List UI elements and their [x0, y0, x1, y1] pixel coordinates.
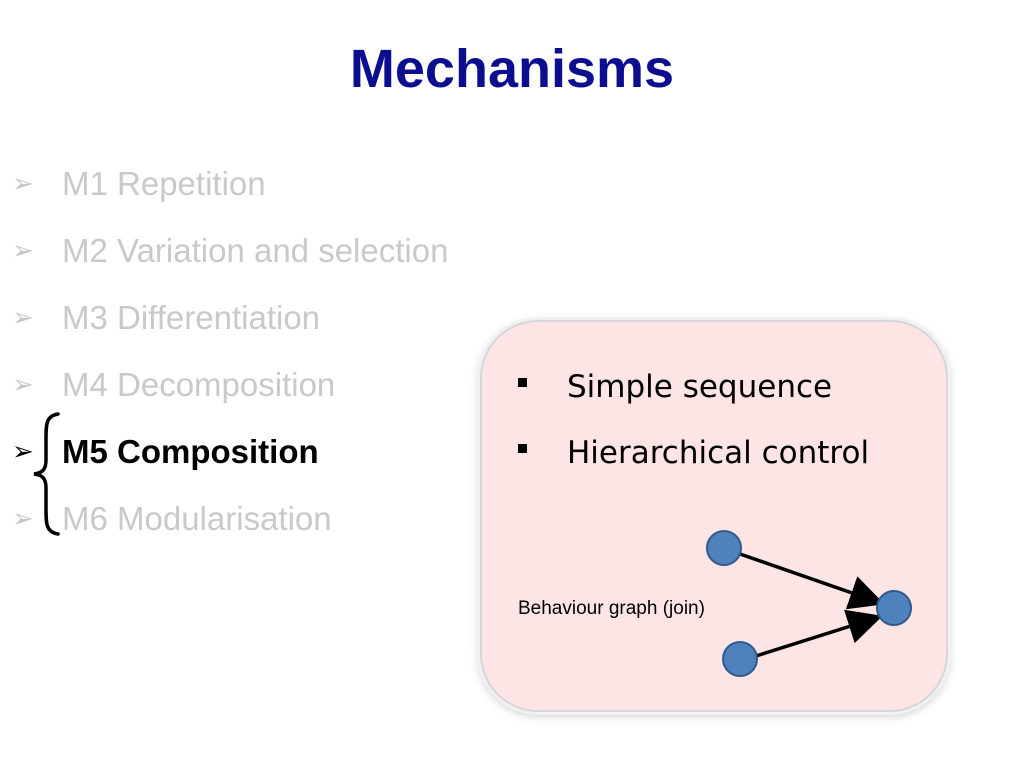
list-item-label: M6 Modularisation — [62, 499, 332, 537]
list-item: Hierarchical control — [518, 420, 869, 486]
card-item-label: Simple sequence — [567, 369, 833, 405]
graph-node — [876, 590, 912, 626]
list-item: Simple sequence — [518, 354, 869, 420]
mechanism-list: ➢ M1 Repetition ➢ M2 Variation and selec… — [12, 150, 448, 552]
square-bullet-icon — [518, 443, 527, 453]
card-list: Simple sequence Hierarchical control — [518, 354, 869, 486]
arrow-bullet-icon: ➢ — [12, 302, 34, 332]
square-bullet-icon — [518, 377, 527, 387]
list-item-label: M3 Differentiation — [62, 298, 321, 336]
arrow-bullet-icon: ➢ — [12, 235, 34, 265]
list-item-label: M2 Variation and selection — [62, 231, 449, 269]
list-item: ➢ M1 Repetition — [12, 150, 448, 217]
list-item-label: M5 Composition — [62, 432, 319, 470]
curly-brace-icon — [33, 412, 60, 536]
arrow-bullet-icon: ➢ — [12, 503, 34, 533]
graph-label: Behaviour graph (join) — [518, 598, 705, 619]
list-item-label: M4 Decomposition — [62, 365, 336, 403]
arrow-bullet-icon: ➢ — [12, 168, 34, 198]
list-item: ➢ M2 Variation and selection — [12, 217, 448, 284]
list-item-active: ➢ M5 Composition — [12, 418, 448, 485]
list-item-label: M1 Repetition — [62, 164, 266, 202]
graph-edge — [755, 609, 883, 658]
card-item-label: Hierarchical control — [567, 435, 870, 471]
graph-node — [706, 530, 742, 566]
list-item: ➢ M3 Differentiation — [12, 284, 448, 351]
composition-card: Simple sequence Hierarchical control Beh… — [480, 320, 948, 712]
list-item: ➢ M4 Decomposition — [12, 351, 448, 418]
arrow-bullet-icon: ➢ — [12, 369, 34, 399]
graph-edge — [739, 552, 885, 610]
slide-title: Mechanisms — [349, 39, 675, 99]
list-item: ➢ M6 Modularisation — [12, 485, 448, 552]
graph-node — [722, 641, 758, 677]
arrow-bullet-icon: ➢ — [12, 436, 34, 466]
behaviour-graph — [706, 530, 912, 677]
